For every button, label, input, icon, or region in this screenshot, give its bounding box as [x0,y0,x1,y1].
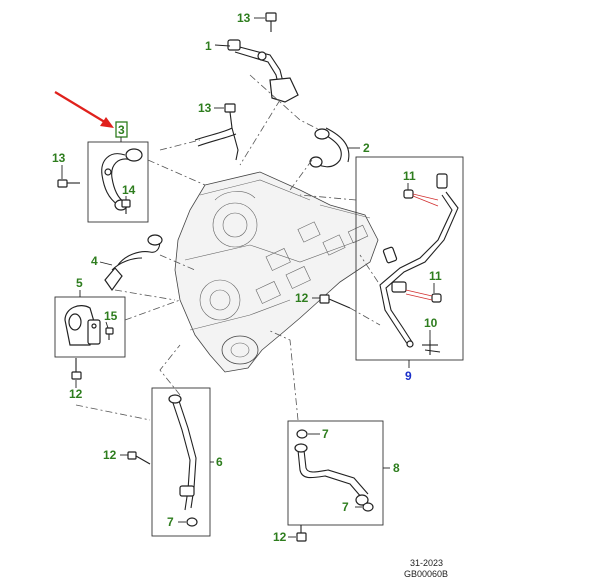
bolt-13-middle [224,103,236,129]
callout-12-center: 12 [295,291,309,305]
part-3-box [87,141,149,223]
footer-code: GB00060B [404,569,448,579]
bolt-14 [121,199,131,214]
part-8-box [287,420,384,526]
callout-2: 2 [363,141,370,155]
bolt-13-top [265,12,277,32]
callout-9: 9 [405,369,412,383]
part-2-hose [309,127,350,168]
footer-date: 31-2023 [410,558,443,568]
callout-3: 3 [118,123,125,137]
part-4-hose [104,234,163,292]
bolt-12-left [71,358,82,380]
callout-3-frame [115,121,128,138]
highlight-arrow [54,91,114,128]
part-9-box [355,156,464,361]
callout-11-top: 11 [403,169,416,183]
part-5-box [54,296,126,358]
bolt-12-bottom [296,525,307,542]
part-8-pipe [294,443,369,506]
callout-11-lower: 11 [429,269,442,283]
callout-7-part6: 7 [167,515,174,529]
callout-13-middle: 13 [198,101,212,115]
engine-turbo-assembly [174,171,379,373]
bolt-13-left [57,179,80,188]
callout-10: 10 [424,316,438,330]
part-6-box [151,387,211,537]
callout-12-left: 12 [69,387,83,401]
callout-13-top: 13 [237,11,251,25]
pipe-connector [231,127,239,161]
sensor-10 [422,340,441,355]
part-5-housing [64,305,101,346]
part-9-pipe [379,173,459,348]
callout-8: 8 [393,461,400,475]
bolt-11-top [403,189,439,207]
seal-7-part8-bottom [362,502,374,512]
callout-7-part8-top: 7 [322,427,329,441]
seal-7-part8-top [296,429,308,439]
seal-7-part6 [186,517,198,527]
part-1-coolant-pipe [227,39,299,103]
callout-14: 14 [122,183,136,197]
callout-7-part8-bottom: 7 [342,500,349,514]
bolt-15 [105,327,114,340]
bolt-12-part6 [127,451,151,465]
bolt-11-lower [405,289,442,303]
callout-12-part6: 12 [103,448,117,462]
callout-5: 5 [76,276,83,290]
part-6-pipe [168,394,197,511]
callout-15: 15 [104,309,118,323]
callout-1: 1 [205,39,212,53]
callout-13-left: 13 [52,151,66,165]
callout-6: 6 [216,455,223,469]
callout-12-bottom: 12 [273,530,287,544]
bolt-12-center [319,294,351,309]
callout-4: 4 [91,254,98,268]
